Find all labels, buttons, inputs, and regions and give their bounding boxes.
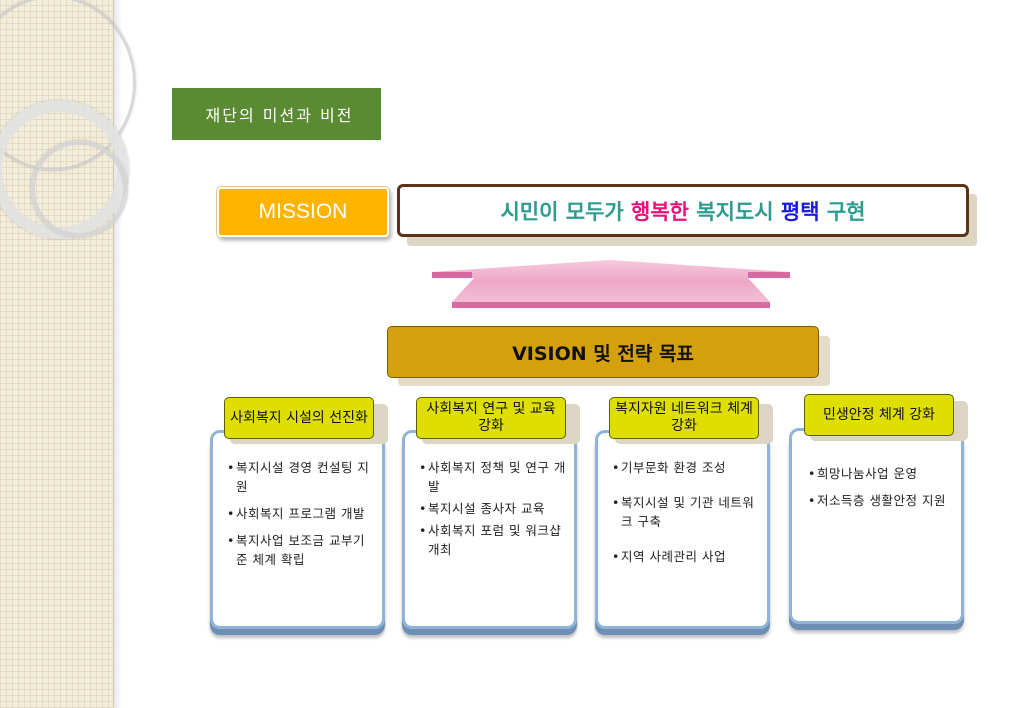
strategy-item: 기부문화 환경 조성 [612,458,760,477]
mission-statement-part: 시민이 모두가 [500,199,632,224]
strategy-item-list: 복지시설 경영 컨설팅 지원 사회복지 프로그램 개발 복지사업 보조금 교부기… [227,458,375,577]
strategy-title-1: 사회복지 시설의 선진화 [224,397,374,439]
strategy-item: 복지사업 보조금 교부기준 체계 확립 [227,531,375,569]
strategy-column-2: 사회복지 정책 및 연구 개발 복지시설 종사자 교육 사회복지 포럼 및 워크… [402,430,577,629]
strategy-item: 저소득층 생활안정 지원 [808,491,956,510]
side-panel-shadow [113,0,123,708]
vision-box: VISION 및 전략 목표 [387,326,819,378]
strategy-item: 복지시설 경영 컨설팅 지원 [227,458,375,496]
strategy-item: 복지시설 및 기관 네트워크 구축 [612,493,760,531]
mission-statement-part: 구현 [819,199,866,224]
mission-statement-part: 행복한 [631,199,689,224]
strategy-item-list: 기부문화 환경 조성 복지시설 및 기관 네트워크 구축 지역 사례관리 사업 [612,458,760,582]
strategy-item: 복지시설 종사자 교육 [419,499,567,518]
strategy-title-3: 복지자원 네트워크 체계 강화 [609,397,759,439]
strategy-title-4: 민생안정 체계 강화 [804,394,954,436]
strategy-item: 희망나눔사업 운영 [808,464,956,483]
strategy-column-3: 기부문화 환경 조성 복지시설 및 기관 네트워크 구축 지역 사례관리 사업 [595,430,770,629]
mission-statement: 시민이 모두가 행복한 복지도시 평택 구현 [397,184,969,237]
strategy-item-list: 사회복지 정책 및 연구 개발 복지시설 종사자 교육 사회복지 포럼 및 워크… [419,458,567,562]
strategy-item: 사회복지 프로그램 개발 [227,504,375,523]
strategy-column-1: 복지시설 경영 컨설팅 지원 사회복지 프로그램 개발 복지사업 보조금 교부기… [210,430,385,629]
upward-arrow-shape [432,260,790,308]
strategy-title-2: 사회복지 연구 및 교육강화 [416,397,566,439]
decorative-ring [30,140,128,238]
slide-title: 재단의 미션과 비전 [172,88,381,140]
mission-statement-part: 평택 [780,199,820,224]
mission-statement-part: 복지도시 [689,199,781,224]
strategy-column-4: 희망나눔사업 운영 저소득층 생활안정 지원 [789,428,964,624]
strategy-item: 사회복지 정책 및 연구 개발 [419,458,567,496]
mission-label: MISSION [217,187,389,237]
strategy-item: 사회복지 포럼 및 워크샵 개최 [419,521,567,559]
strategy-item-list: 희망나눔사업 운영 저소득층 생활안정 지원 [808,464,956,518]
strategy-item: 지역 사례관리 사업 [612,547,760,566]
